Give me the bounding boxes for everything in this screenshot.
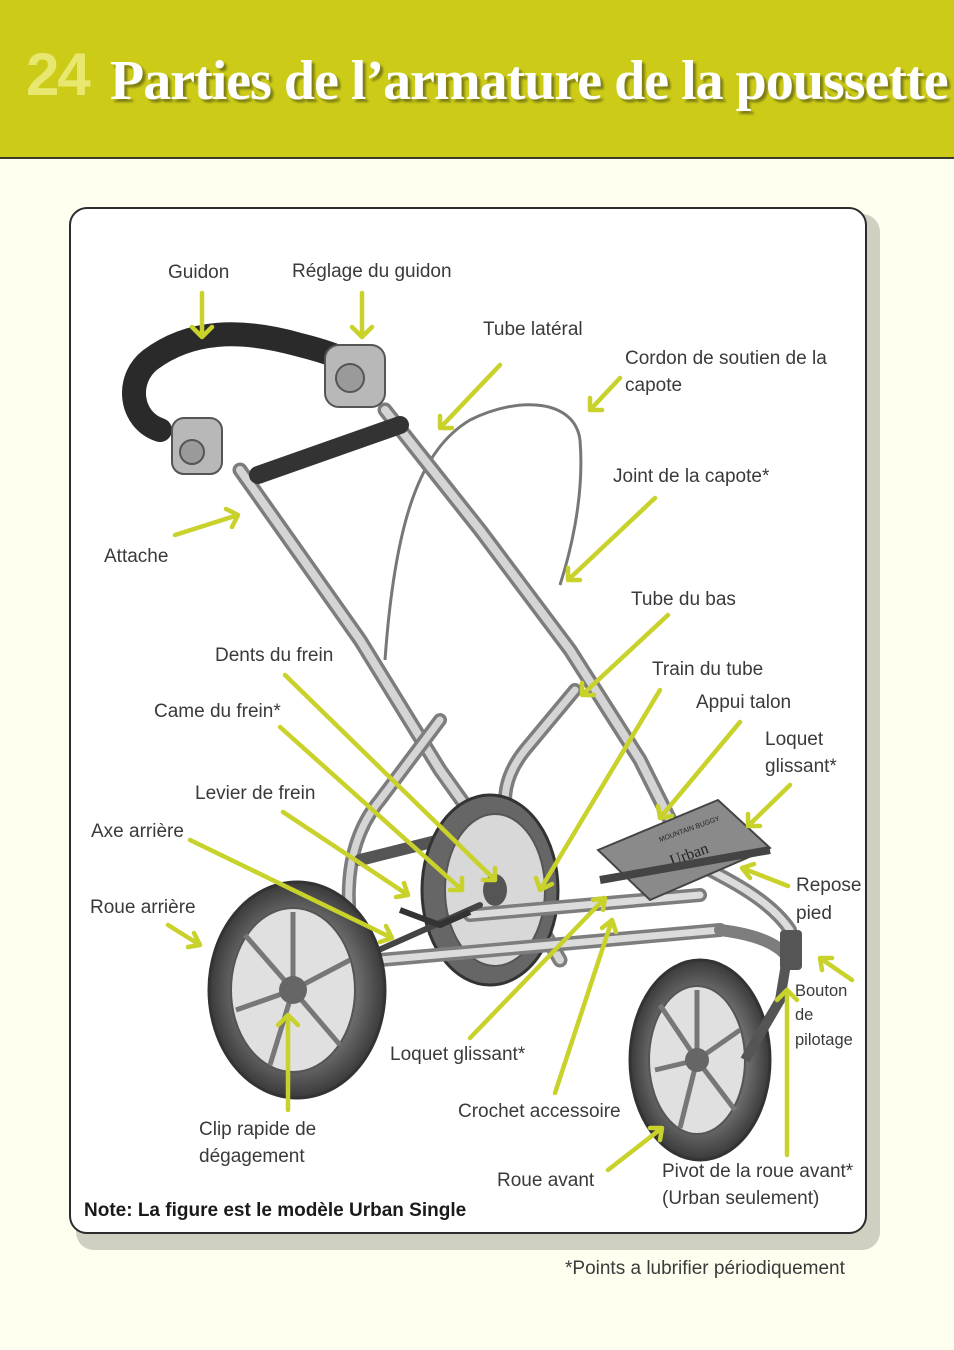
label-tube-lateral: Tube latéral bbox=[483, 319, 583, 340]
rear-wheel bbox=[207, 880, 387, 1100]
arrow-came bbox=[277, 724, 465, 893]
arrow-loquet-haut bbox=[745, 782, 793, 829]
arrow-axe bbox=[187, 837, 395, 945]
label-bouton-line2: de bbox=[795, 1006, 814, 1024]
label-crochet-accessoire: Crochet accessoire bbox=[458, 1101, 621, 1122]
arrow-clip bbox=[275, 1012, 301, 1113]
label-axe-arriere: Axe arrière bbox=[91, 821, 184, 842]
label-reglage-guidon: Réglage du guidon bbox=[292, 261, 452, 282]
label-repose-line2: pied bbox=[796, 903, 832, 924]
arrow-dents bbox=[282, 672, 498, 883]
label-guidon: Guidon bbox=[168, 262, 230, 283]
figure-note: Note: La figure est le modèle Urban Sing… bbox=[84, 1200, 467, 1221]
label-tube-bas: Tube du bas bbox=[631, 589, 736, 610]
arrow-roue-arriere bbox=[165, 922, 203, 950]
callout-arrows bbox=[165, 290, 855, 1173]
label-appui-talon: Appui talon bbox=[696, 692, 792, 713]
header-bar: 24 Parties de l’armature de la poussette bbox=[0, 0, 954, 159]
label-bouton-line3: pilotage bbox=[795, 1031, 853, 1049]
label-clip-line2: dégagement bbox=[199, 1146, 305, 1167]
front-wheel bbox=[628, 930, 802, 1162]
label-pivot-line1: Pivot de la roue avant* bbox=[662, 1161, 854, 1182]
arrow-bouton bbox=[817, 955, 855, 983]
footrest-plate: MOUNTAIN BUGGY Urban bbox=[596, 798, 772, 902]
label-bouton-line1: Bouton bbox=[795, 982, 848, 1000]
footnote: *Points a lubrifier périodiquement bbox=[565, 1258, 845, 1279]
arrow-repose bbox=[739, 861, 791, 889]
handlebar-foam bbox=[122, 322, 357, 442]
label-pivot-line2: (Urban seulement) bbox=[662, 1188, 820, 1209]
label-loquet-glissant-line2: glissant* bbox=[765, 756, 837, 777]
label-train-tube: Train du tube bbox=[652, 659, 764, 680]
label-loquet-glissant-line1: Loquet bbox=[765, 729, 824, 750]
label-loquet-glissant-bas: Loquet glissant* bbox=[390, 1044, 526, 1065]
arrow-crochet bbox=[552, 917, 619, 1096]
label-repose-line1: Repose bbox=[796, 875, 862, 896]
arrow-tube-bas bbox=[579, 612, 671, 698]
brake-lever bbox=[398, 907, 472, 929]
label-attache: Attache bbox=[104, 546, 169, 567]
arrow-train bbox=[533, 687, 663, 893]
arrow-loquet-bas bbox=[467, 895, 608, 1041]
label-clip-line1: Clip rapide de bbox=[199, 1119, 317, 1140]
label-cordon-line2: capote bbox=[625, 375, 683, 396]
arrow-cordon bbox=[587, 375, 623, 413]
page-number: 24 bbox=[26, 41, 91, 108]
arrow-attache bbox=[172, 506, 241, 538]
handlebar-joints bbox=[171, 344, 386, 475]
arrow-joint bbox=[565, 495, 658, 583]
label-roue-avant: Roue avant bbox=[497, 1170, 595, 1191]
arrow-guidon bbox=[189, 290, 215, 340]
label-cordon-line1: Cordon de soutien de la bbox=[625, 348, 827, 369]
label-dents-frein: Dents du frein bbox=[215, 645, 334, 666]
arrow-appui bbox=[655, 719, 743, 821]
arrow-reglage bbox=[349, 290, 375, 340]
cross-bar bbox=[249, 416, 409, 484]
arrow-roue-avant bbox=[605, 1125, 665, 1173]
label-joint-capote: Joint de la capote* bbox=[613, 466, 770, 487]
label-came-frein: Came du frein* bbox=[154, 701, 281, 722]
label-levier-frein: Levier de frein bbox=[195, 783, 316, 804]
arrow-tube-lateral bbox=[437, 362, 503, 431]
label-roue-arriere: Roue arrière bbox=[90, 897, 196, 918]
page-title: Parties de l’armature de la poussette bbox=[110, 50, 949, 112]
canopy-cord bbox=[383, 403, 583, 661]
arrow-pivot bbox=[774, 987, 800, 1158]
arrow-levier bbox=[280, 809, 411, 900]
